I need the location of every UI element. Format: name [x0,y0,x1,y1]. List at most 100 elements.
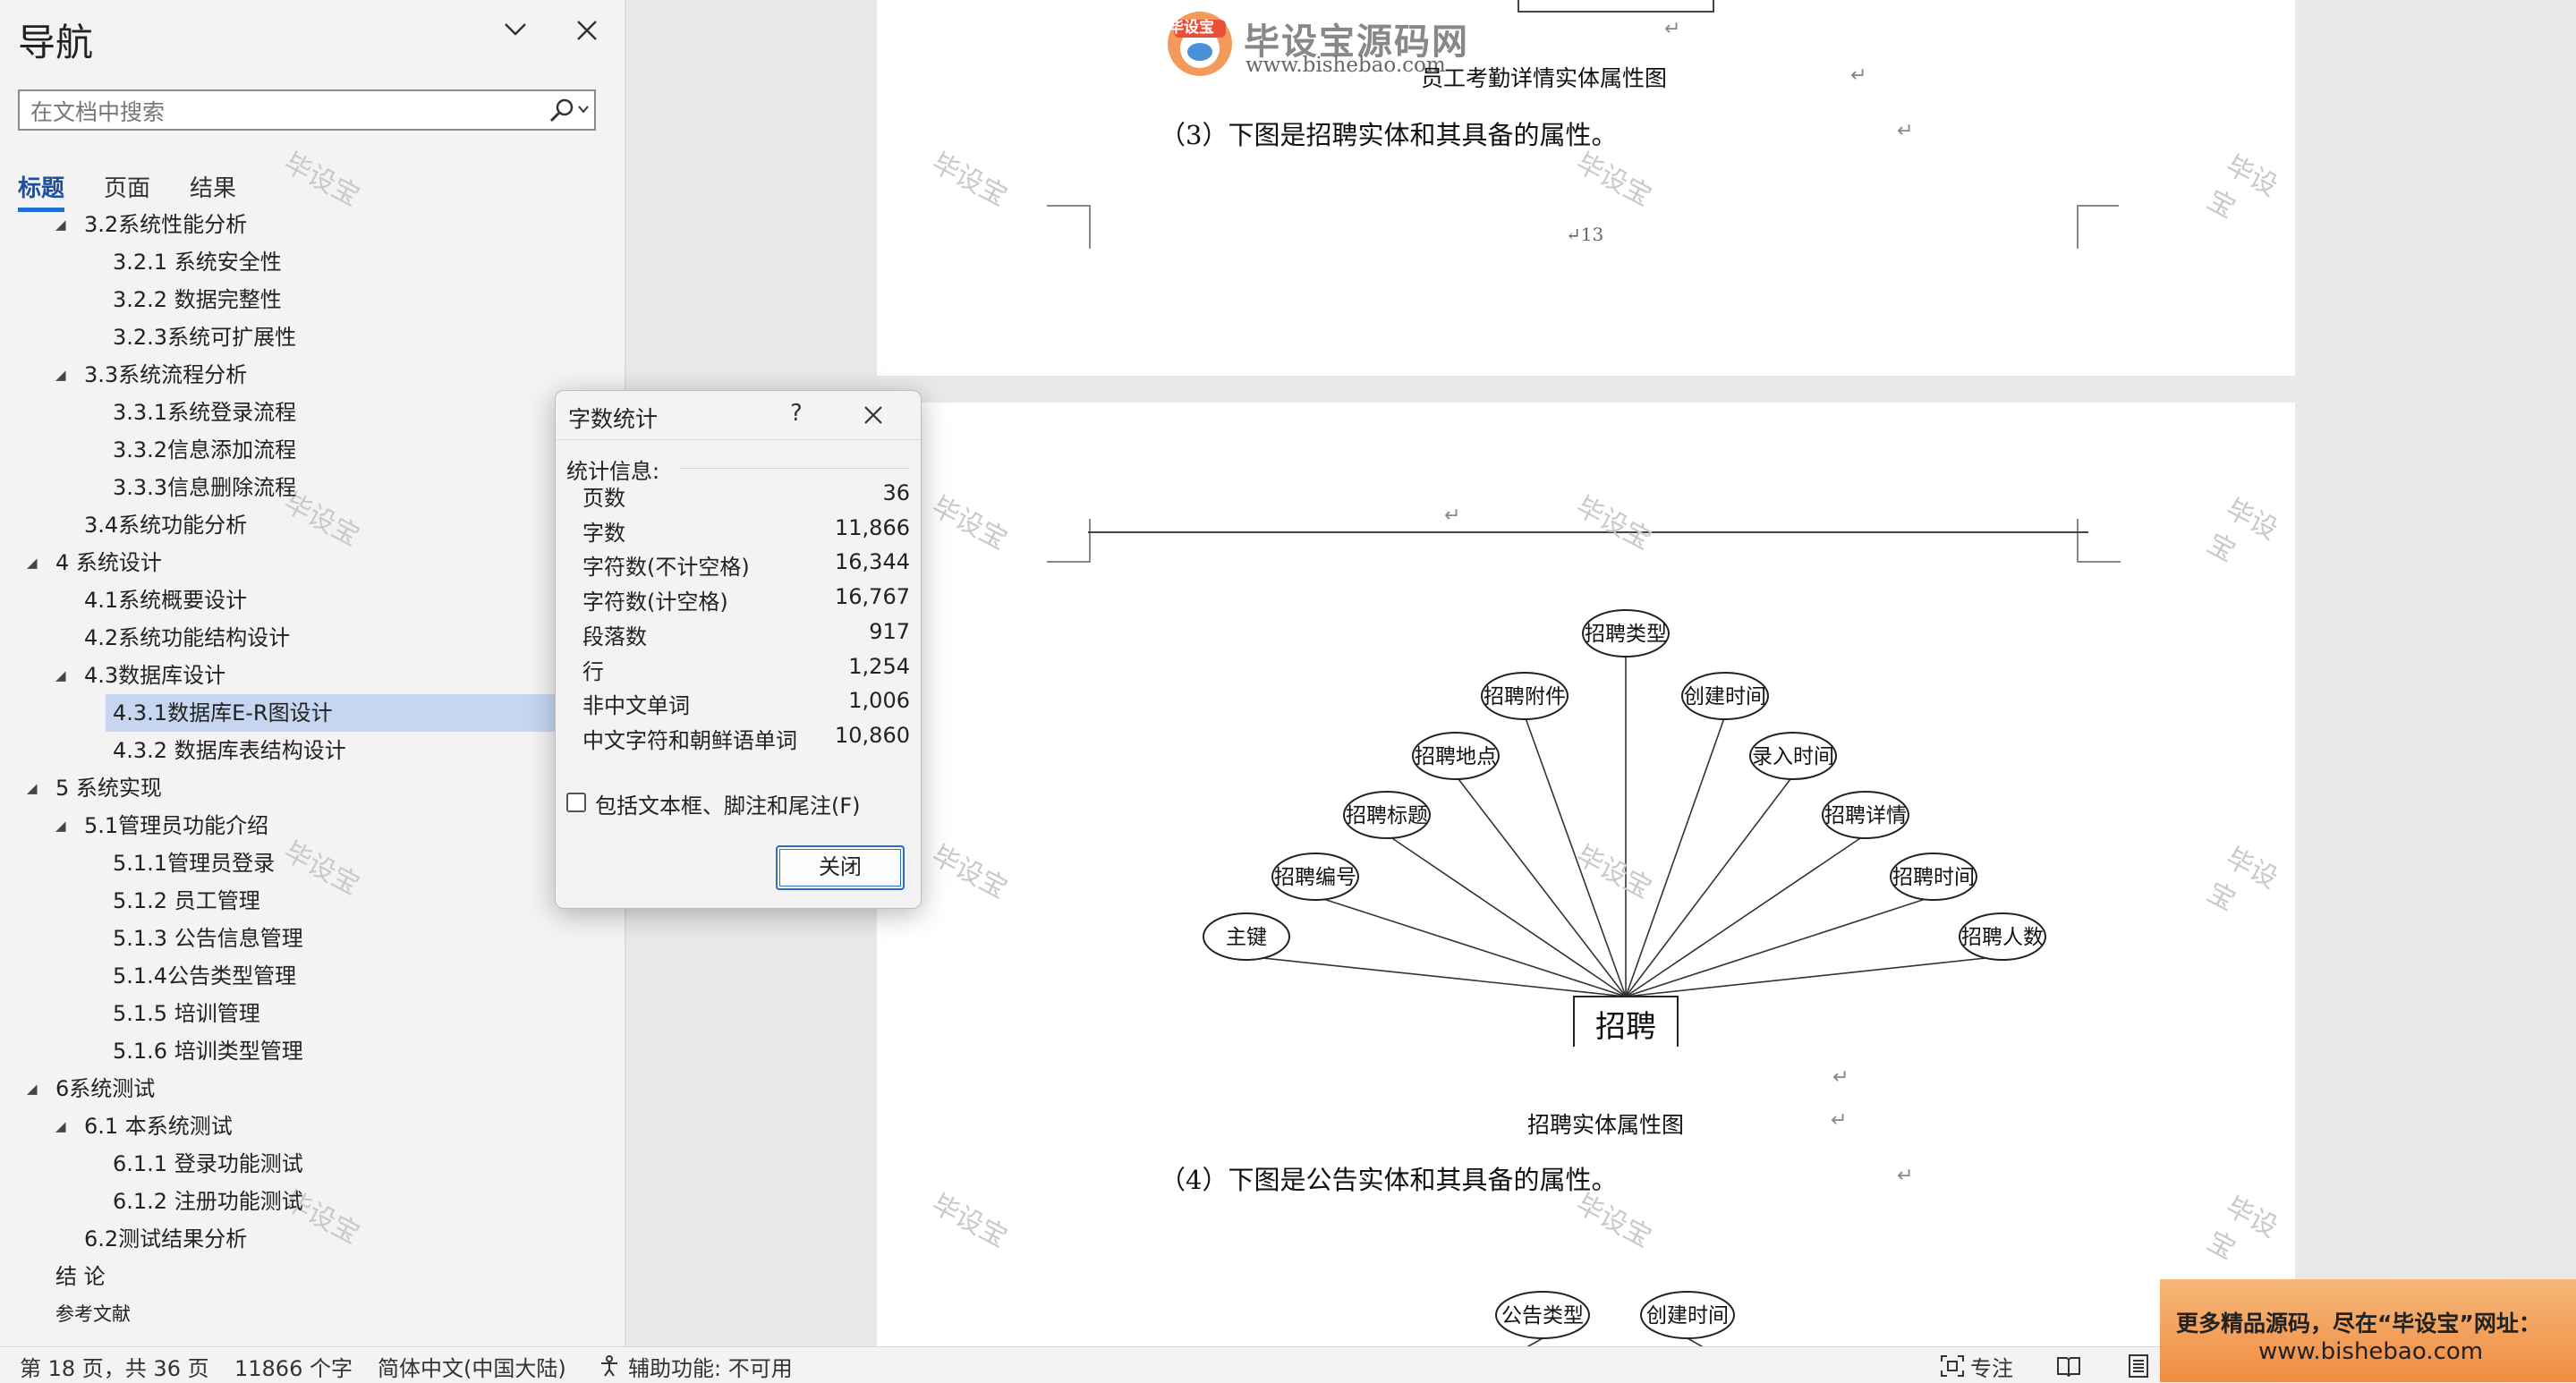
expand-toggle-icon[interactable]: ◢ [55,367,66,383]
print-layout-icon[interactable] [2128,1354,2149,1383]
page-corner-mark [1047,519,1091,563]
outline-item[interactable]: 4.1系统概要设计 [0,581,625,619]
document-canvas[interactable]: 毕设宝 毕设宝源码网 www.bishebao.com 员工考勤详情实体属性图 … [626,0,2576,1346]
nav-close-icon[interactable] [574,16,599,50]
dialog-help-button[interactable]: ? [790,400,803,427]
outline-item[interactable]: 6.2测试结果分析 [0,1220,625,1258]
outline-item[interactable]: 参考文献 [0,1295,625,1333]
outline-item[interactable]: ◢5 系统实现 [0,769,625,807]
outline-item[interactable]: 5.1.1管理员登录 [0,844,625,882]
er-attribute: 招聘时间 [1890,853,1977,901]
er-diagram-recruit: 主键招聘编号招聘标题招聘地点招聘附件招聘类型创建时间录入时间招聘详情招聘时间招聘… [1203,609,2046,1047]
outline-item[interactable]: 3.2.2 数据完整性 [0,281,625,318]
search-dropdown-chevron-icon[interactable] [576,102,591,120]
dialog-close-button[interactable]: 关闭 [776,845,905,890]
tab-pages[interactable]: 页面 [104,175,151,202]
dialog-close-icon[interactable] [863,405,883,428]
outline-item-label: 6.2测试结果分析 [84,1226,248,1251]
outline-item[interactable]: ◢6系统测试 [0,1070,625,1107]
page-corner-mark [2077,205,2119,249]
outline-item-label: 4.3.1数据库E-R图设计 [113,700,333,725]
logo-url: www.bishebao.com [1245,54,1446,77]
accessibility-icon [598,1354,621,1383]
er-attribute: 招聘附件 [1481,672,1569,720]
outline-item[interactable]: 3.3.3信息删除流程 [0,469,625,506]
er-relation-line [1455,775,1627,997]
outline-item[interactable]: ◢4 系统设计 [0,544,625,581]
outline-item[interactable]: 3.2.1 系统安全性 [0,243,625,281]
paragraph-mark: ↵ [1566,224,1581,245]
outline-item[interactable]: 6.1.2 注册功能测试 [0,1183,625,1220]
paragraph-mark: ↵ [1897,120,1914,142]
outline-item-label: 5.1.5 培训管理 [113,1001,260,1026]
status-word-count[interactable]: 11866 个字 [234,1356,353,1381]
expand-toggle-icon[interactable]: ◢ [27,1081,38,1097]
outline-item[interactable]: 4.2系统功能结构设计 [0,619,625,657]
er-attribute: 招聘标题 [1343,791,1431,839]
outline-item[interactable]: 5.1.2 员工管理 [0,882,625,920]
stat-label: 段落数 [582,624,647,649]
outline-item[interactable]: 4.3.2 数据库表结构设计 [0,732,625,769]
paragraph-recruit-intro: （3）下图是招聘实体和其具备的属性。 [1160,120,1618,150]
status-language[interactable]: 简体中文(中国大陆) [378,1356,566,1381]
er-entity-box-partial [1518,0,1714,13]
outline-item[interactable]: 3.3.1系统登录流程 [0,394,625,431]
watermark: 毕设宝 [926,147,1013,213]
focus-mode-icon[interactable] [1940,1354,1965,1383]
outline-item-label: 3.4系统功能分析 [84,513,248,538]
status-page-info[interactable]: 第 18 页，共 36 页 [20,1356,209,1381]
outline-item[interactable]: 5.1.5 培训管理 [0,995,625,1032]
read-mode-icon[interactable] [2056,1354,2081,1383]
dialog-title: 字数统计 [568,406,659,432]
outline-item[interactable]: 3.3.2信息添加流程 [0,431,625,469]
er-attribute: 招聘地点 [1412,732,1500,780]
nav-search-input[interactable] [29,97,533,127]
outline-item[interactable]: 3.2.3系统可扩展性 [0,318,625,356]
outline-item-label: 5.1管理员功能介绍 [84,813,269,838]
outline-item[interactable]: 3.4系统功能分析 [0,506,625,544]
er-relation-line [1687,1337,1704,1346]
outline-item[interactable]: 5.1.3 公告信息管理 [0,920,625,957]
outline-item-label: 3.2.1 系统安全性 [113,250,282,275]
page-number: ↵13 [1566,224,1603,245]
page-corner-mark [1047,205,1091,249]
logo-badge-text: 毕设宝 [1169,19,1214,37]
expand-toggle-icon[interactable]: ◢ [27,555,38,571]
er-relation-line [1625,775,1794,997]
er-attribute-label: 招聘人数 [1961,926,2044,949]
expand-toggle-icon[interactable]: ◢ [55,667,66,683]
expand-toggle-icon[interactable]: ◢ [55,818,66,834]
include-textboxes-checkbox[interactable] [566,793,586,812]
outline-item[interactable]: 结 论 [0,1258,625,1295]
expand-toggle-icon[interactable]: ◢ [55,216,66,233]
outline-item[interactable]: 4.3.1数据库E-R图设计 [106,694,625,732]
expand-toggle-icon[interactable]: ◢ [27,780,38,796]
search-icon[interactable] [548,97,576,129]
outline-item-label: 3.2系统性能分析 [84,212,248,237]
watermark: 毕设宝 [278,147,365,213]
stat-label: 页数 [582,486,625,511]
tab-headings[interactable]: 标题 [18,175,65,202]
outline-item[interactable]: ◢ 5.1管理员功能介绍 [0,807,625,844]
outline-item[interactable]: ◢4.3数据库设计 [0,657,625,694]
outline-item-label: 结 论 [55,1264,106,1289]
paragraph-mark: ↵ [1444,505,1461,527]
er-relation-line [1314,895,1627,997]
nav-options-chevron-icon[interactable] [501,14,530,50]
er-entity: 招聘 [1573,996,1679,1047]
tab-results[interactable]: 结果 [190,175,237,202]
outline-item[interactable]: ◢6.1 本系统测试 [0,1107,625,1145]
er-attribute-label: 招聘标题 [1346,804,1428,827]
outline-item[interactable]: 5.1.6 培训类型管理 [0,1032,625,1070]
outline-item-label: 4.2系统功能结构设计 [84,625,291,650]
expand-toggle-icon[interactable]: ◢ [55,1118,66,1134]
outline-item[interactable]: ◢3.3系统流程分析 [0,356,625,394]
status-focus[interactable]: 专注 [1970,1356,2013,1381]
outline-item[interactable]: 5.1.4公告类型管理 [0,957,625,995]
outline-item[interactable]: ◢ 3.2系统性能分析 [0,206,625,243]
status-accessibility[interactable]: 辅助功能: 不可用 [628,1356,793,1381]
watermark: 毕设宝 [2202,149,2283,225]
er-relation-line [1625,955,2003,997]
outline-item[interactable]: 6.1.1 登录功能测试 [0,1145,625,1183]
